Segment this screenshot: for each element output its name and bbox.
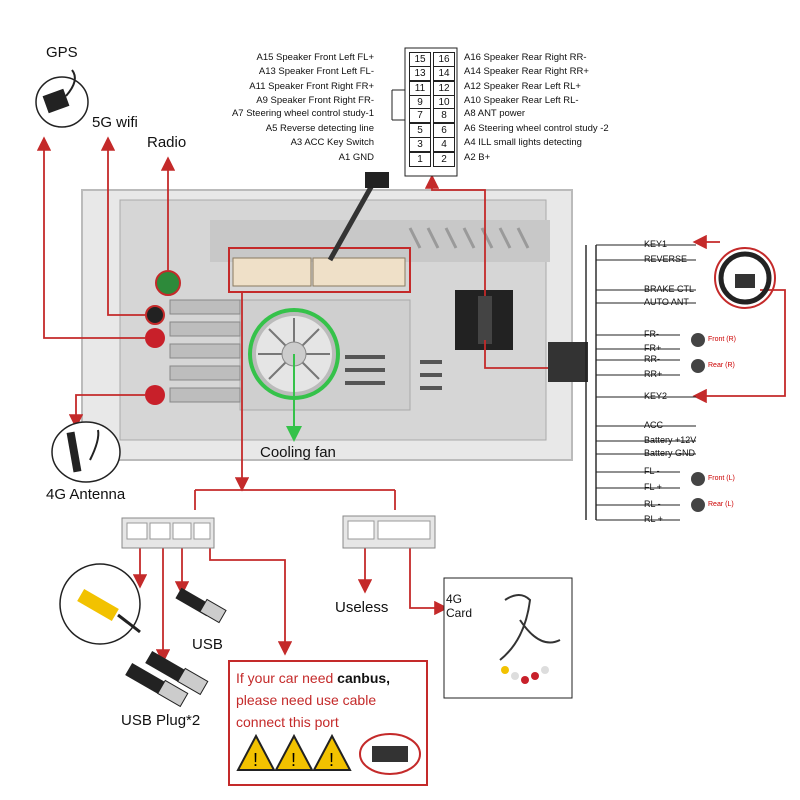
pin-label-right: A4 ILL small lights detecting <box>464 137 582 148</box>
warning-icon: ! <box>312 733 352 771</box>
main-connector <box>232 257 406 287</box>
cooling-fan-label: Cooling fan <box>260 444 336 461</box>
usb-plug-label: USB Plug*2 <box>121 712 201 729</box>
pin-label-left: A13 Speaker Front Left FL- <box>258 66 374 77</box>
pin-number: 15 <box>409 52 431 67</box>
pin-number: 5 <box>409 123 431 138</box>
gps-antenna <box>35 69 89 128</box>
4g-antenna-image <box>51 421 121 483</box>
svg-text:!: ! <box>329 750 334 770</box>
pin-label-left: A7 Steering wheel control study-1 <box>231 108 374 119</box>
pin-number: 11 <box>409 81 431 96</box>
harness-label: BRAKE CTL <box>644 284 695 294</box>
harness-label: REVERSE <box>644 254 688 264</box>
main-connector-highlight <box>228 247 411 293</box>
canbus-notice: If your car need canbus, please need use… <box>228 660 428 786</box>
pin-number: 13 <box>409 66 431 81</box>
warning-icons: ! ! ! <box>236 733 421 775</box>
bottom-connector-right <box>342 515 436 549</box>
svg-text:!: ! <box>291 750 296 770</box>
pin-label-left: A15 Speaker Front Left FL+ <box>256 52 375 63</box>
pin-label-right: A8 ANT power <box>464 108 526 119</box>
pin-label-left: A1 GND <box>338 152 374 163</box>
rca-cable-image <box>59 563 141 645</box>
pin-number: 3 <box>409 137 431 152</box>
4g-card-image <box>443 577 573 699</box>
usb-image <box>175 587 227 624</box>
radio-label: Radio <box>147 134 187 151</box>
usb-label: USB <box>192 636 223 653</box>
speaker-rear-left-label: Rear (L) <box>708 501 734 508</box>
harness-label: Battery +12V <box>644 435 697 445</box>
harness-label: KEY2 <box>644 391 668 401</box>
harness-plug <box>548 342 588 382</box>
pin-label-left: A9 Speaker Front Right FR- <box>256 95 374 106</box>
pin-number: 7 <box>409 108 431 123</box>
pin-number: 1 <box>409 152 431 167</box>
harness-label: RR- <box>644 354 660 364</box>
harness-label: RL - <box>644 499 661 509</box>
harness-label: FL + <box>644 482 662 492</box>
canbus-line1: If your car need canbus, <box>236 670 391 686</box>
pin-number: 4 <box>433 137 455 152</box>
pin-label-right: A2 B+ <box>464 152 491 163</box>
canbus-line3: connect this port <box>236 714 339 730</box>
canbus-line2: please need use cable <box>236 692 377 708</box>
pin-label-right: A10 Speaker Rear Left RL- <box>464 95 579 106</box>
4g-socket <box>145 385 165 405</box>
cable-plug <box>365 172 389 188</box>
usb-plug-image <box>125 650 209 708</box>
antenna-label: 4G Antenna <box>46 486 126 503</box>
harness-label: Battery GND <box>644 448 696 458</box>
pin-number: 14 <box>433 66 455 81</box>
harness-label: ACC <box>644 420 664 430</box>
pin-label-right: A14 Speaker Rear Right RR+ <box>464 66 589 77</box>
harness-label: KEY1 <box>644 239 668 249</box>
4g-card-label: 4G Card <box>446 592 473 620</box>
pin-label-left: A5 Reverse detecting line <box>265 123 374 134</box>
pin-number: 2 <box>433 152 455 167</box>
pin-number: 8 <box>433 108 455 123</box>
pin-number: 12 <box>433 81 455 96</box>
pin-label-right: A12 Speaker Rear Left RL+ <box>464 81 581 92</box>
harness-bus <box>585 245 597 520</box>
cable <box>327 178 378 262</box>
pin-number: 6 <box>433 123 455 138</box>
harness-label: FR+ <box>644 343 662 353</box>
pin-label-left: A3 ACC Key Switch <box>290 137 374 148</box>
pin-number: 16 <box>433 52 455 67</box>
speaker-front-right-label: Front (R) <box>708 336 736 343</box>
pin-label-right: A6 Steering wheel control study -2 <box>464 123 609 134</box>
radio-socket <box>155 270 181 296</box>
pin-label-right: A16 Speaker Rear Right RR- <box>464 52 587 63</box>
harness-wires <box>596 244 696 521</box>
useless-label: Useless <box>335 599 389 616</box>
steering-wheel-image <box>714 247 776 309</box>
wifi-label: 5G wifi <box>92 114 138 131</box>
speaker-rear-right-label: Rear (R) <box>708 362 735 369</box>
bottom-connector-left <box>121 517 215 549</box>
harness-label: AUTO ANT <box>644 297 689 307</box>
warning-icon: ! <box>274 733 314 771</box>
warning-icon: ! <box>236 733 276 771</box>
gps-label: GPS <box>46 44 78 61</box>
harness-label: RR+ <box>644 369 663 379</box>
harness-label: FL - <box>644 466 660 476</box>
pin-label-left: A11 Speaker Front Right FR+ <box>249 81 374 92</box>
speaker-front-left-label: Front (L) <box>708 475 735 482</box>
svg-text:!: ! <box>253 750 258 770</box>
harness-label: RL + <box>644 514 663 524</box>
harness-label: FR- <box>644 329 659 339</box>
gps-socket <box>145 328 165 348</box>
speakers <box>691 333 705 512</box>
wifi-socket <box>145 305 165 325</box>
